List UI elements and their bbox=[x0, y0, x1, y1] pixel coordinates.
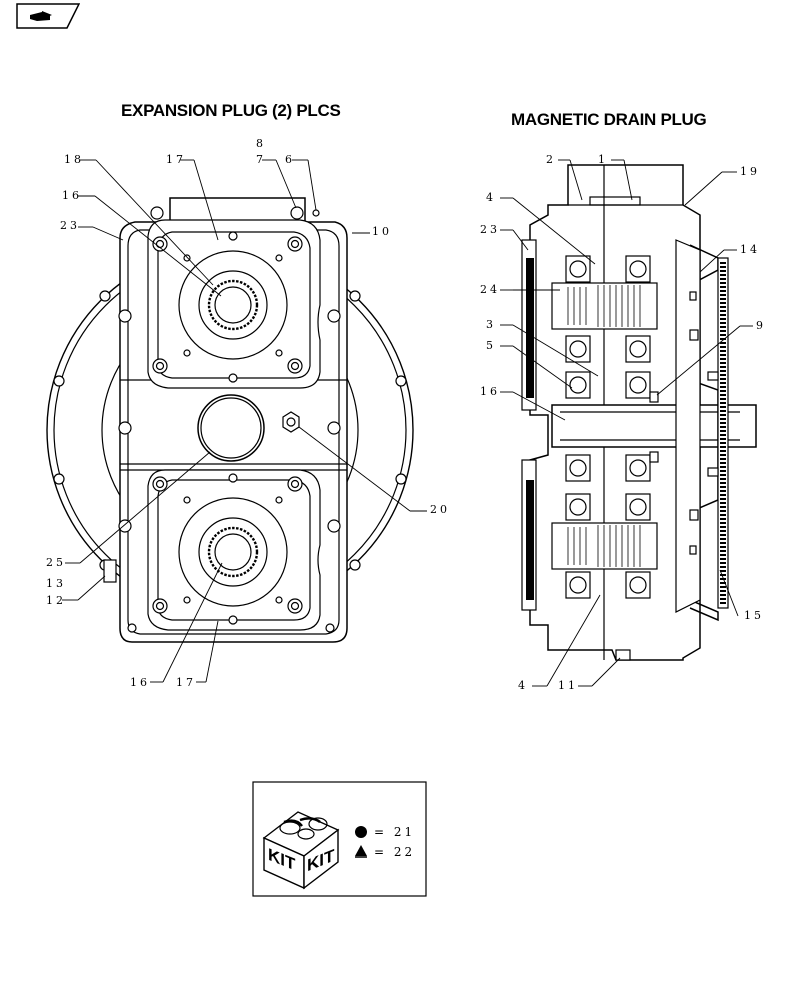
callout-16-right: 16 bbox=[480, 385, 500, 398]
bearings bbox=[565, 255, 651, 599]
callout-6: 6 bbox=[285, 153, 295, 166]
callout-19: 19 bbox=[740, 165, 760, 178]
warning-triangle-icon bbox=[355, 845, 367, 858]
callout-11: 11 bbox=[558, 679, 578, 692]
flange-bolts bbox=[53, 290, 407, 571]
filled-circle-icon bbox=[355, 826, 367, 838]
cover-bolts-upper bbox=[152, 231, 303, 383]
gearbox-front-view bbox=[46, 197, 414, 643]
kit-triangle-value: = 22 bbox=[374, 845, 416, 859]
callout-16-top: 16 bbox=[62, 189, 82, 202]
callout-5: 5 bbox=[486, 339, 496, 352]
callout-8: 8 bbox=[256, 137, 266, 150]
callout-9: 9 bbox=[756, 319, 766, 332]
callout-14: 14 bbox=[740, 243, 760, 256]
callout-18: 18 bbox=[64, 153, 84, 166]
magnetic-drain-plug-title: MAGNETIC DRAIN PLUG bbox=[511, 110, 707, 129]
callout-24: 24 bbox=[480, 283, 500, 296]
folder-arrow-icon[interactable] bbox=[16, 3, 80, 29]
kit-circle-value: = 21 bbox=[374, 825, 416, 839]
callout-3: 3 bbox=[486, 318, 496, 331]
housing-bolts bbox=[118, 206, 341, 633]
callout-23-right: 23 bbox=[480, 223, 500, 236]
callout-17-bottom: 17 bbox=[176, 676, 196, 689]
callout-12: 12 bbox=[46, 594, 66, 607]
leader-lines-left bbox=[62, 159, 427, 683]
cover-bolts-section bbox=[689, 291, 719, 555]
callout-7: 7 bbox=[256, 153, 266, 166]
callout-16-bottom: 16 bbox=[130, 676, 150, 689]
callout-10: 10 bbox=[372, 225, 392, 238]
callout-20: 20 bbox=[430, 503, 450, 516]
callout-13: 13 bbox=[46, 577, 66, 590]
cover-bolts-lower bbox=[152, 473, 303, 625]
callout-2: 2 bbox=[546, 153, 556, 166]
callout-17-top: 17 bbox=[166, 153, 186, 166]
leader-lines-right bbox=[500, 159, 753, 687]
callout-15: 15 bbox=[744, 609, 764, 622]
kit-box-icon bbox=[262, 811, 340, 890]
callout-4-bottom: 4 bbox=[518, 679, 528, 692]
callout-4-top: 4 bbox=[486, 191, 496, 204]
gearbox-section-view bbox=[521, 164, 757, 661]
callout-23-left: 23 bbox=[60, 219, 80, 232]
callout-1: 1 bbox=[598, 153, 608, 166]
callout-25: 25 bbox=[46, 556, 66, 569]
expansion-plug-title: EXPANSION PLUG (2) PLCS bbox=[121, 101, 341, 120]
